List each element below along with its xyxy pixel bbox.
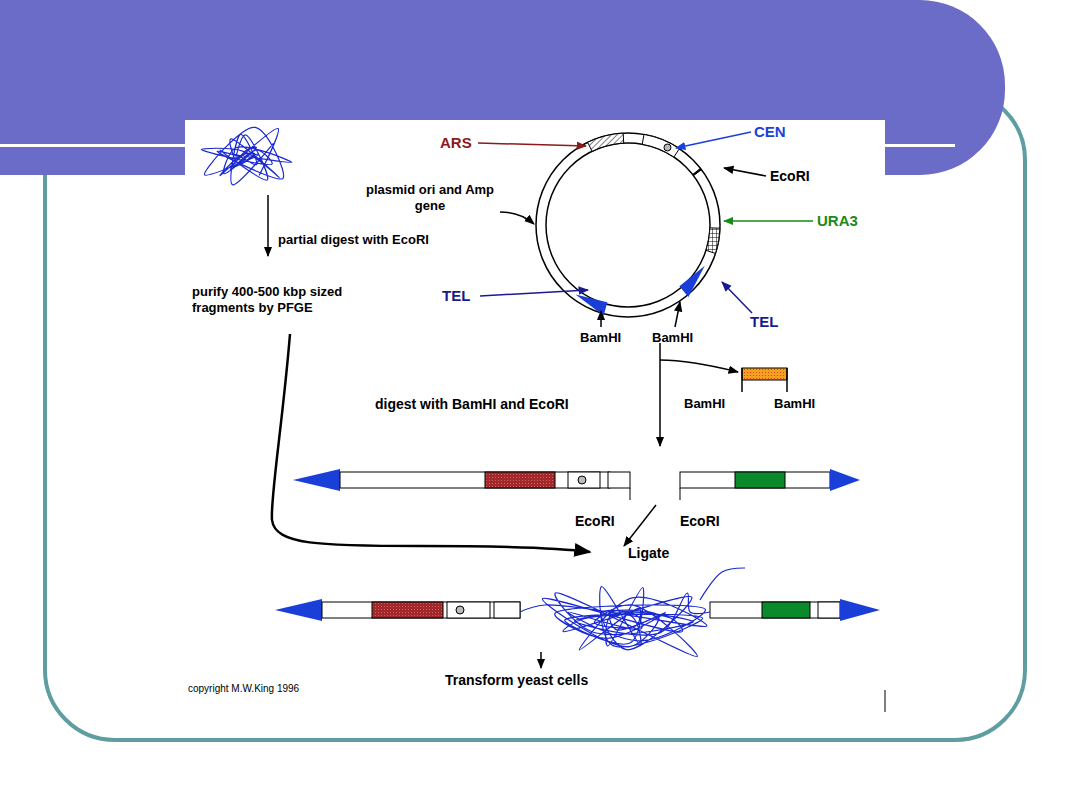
site-label: EcoRI — [680, 513, 720, 529]
part-label: URA3 — [817, 213, 858, 229]
part-label: plasmid ori and Amp gene — [360, 182, 500, 214]
cen-dot — [664, 144, 671, 151]
tel-segment — [576, 295, 608, 316]
part-label: ARS — [440, 135, 472, 151]
slide-frame — [45, 90, 1025, 740]
step-label: partial digest with EcoRI — [278, 232, 429, 248]
flow-arrow — [659, 343, 661, 446]
insert-dna — [520, 586, 710, 656]
ura3-leader — [724, 220, 813, 222]
flow-arrow — [540, 652, 542, 668]
site-label: EcoRI — [575, 513, 615, 529]
plasmid-ring-outer — [536, 133, 720, 317]
genomic-dna — [201, 127, 745, 656]
right-arm — [680, 469, 860, 500]
part-label: TEL — [442, 288, 470, 304]
ori-leader — [500, 212, 534, 224]
plasmid-features — [576, 133, 720, 316]
step-label: purify 400-500 kbp sized fragments by PF… — [192, 284, 372, 316]
site-label: BamHI — [652, 330, 693, 346]
cen-segment — [642, 134, 679, 157]
part-label: CEN — [754, 124, 786, 140]
bamhi-leader-right — [675, 302, 680, 327]
bamhi-leader-left — [600, 311, 602, 327]
ecori-site — [693, 168, 702, 175]
flow-arrow — [624, 505, 656, 546]
cen-leader — [676, 132, 751, 148]
insert-dna — [700, 568, 745, 600]
flow-arrow — [267, 195, 269, 256]
left-arm — [293, 469, 630, 500]
yac-right-arm — [710, 599, 880, 621]
part-label: TEL — [750, 314, 778, 330]
flow-arrow — [660, 360, 738, 372]
tel-leader-right — [722, 282, 752, 313]
step-label: digest with BamHI and EcoRI — [375, 396, 569, 412]
site-label: BamHI — [774, 396, 815, 412]
copyright-note: copyright M.W.King 1996 — [188, 681, 299, 697]
image-ground — [185, 120, 885, 710]
stuffer-fragment — [742, 368, 787, 392]
ecori-leader — [724, 168, 766, 176]
step-label: Ligate — [628, 545, 669, 561]
ars-leader — [478, 143, 586, 146]
site-label: BamHI — [684, 396, 725, 412]
site-label: BamHI — [580, 330, 621, 346]
plasmid-ring-inner — [546, 143, 710, 307]
tel-leader-left — [480, 290, 588, 296]
image-edge — [885, 690, 886, 712]
step-label: Transform yeast cells — [445, 672, 588, 688]
flow-arrow — [272, 334, 590, 552]
yac-left-arm — [275, 599, 520, 621]
tel-segment — [679, 266, 704, 297]
genomic-dna — [201, 127, 291, 185]
site-label: EcoRI — [770, 168, 810, 184]
ars-segment — [588, 133, 624, 151]
ura3-segment — [706, 228, 720, 254]
